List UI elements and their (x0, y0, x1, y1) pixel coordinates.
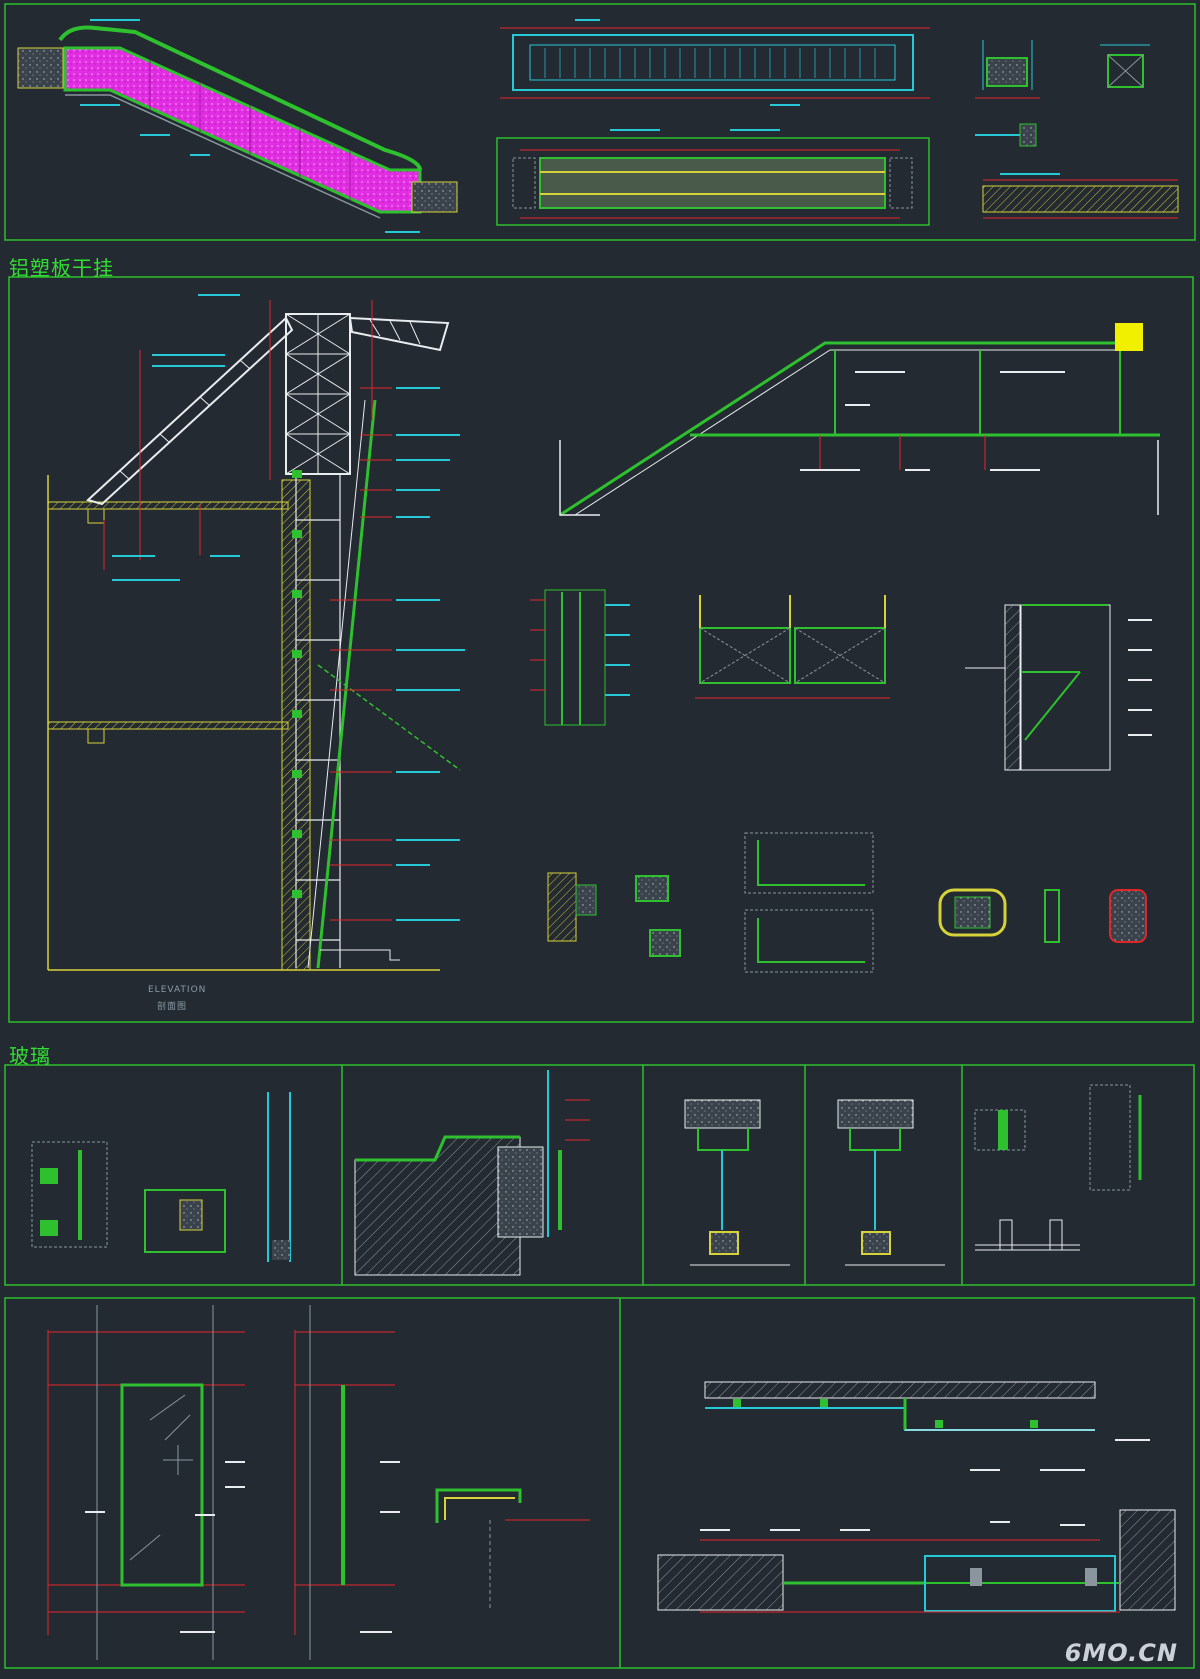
glass-detail-2 (354, 1070, 590, 1276)
watermark: 6MO.CN (1064, 1639, 1178, 1667)
glass-section-title: 玻璃 (9, 1044, 51, 1068)
elevation-subcaption: 剖面图 (157, 1002, 188, 1012)
acp-elevation (47, 294, 465, 971)
glass-detail-4 (974, 1084, 1142, 1251)
escalator-small-details (975, 40, 1179, 219)
elevation-caption: ELEVATION (148, 985, 207, 995)
acp-stair-section (559, 323, 1160, 517)
acp-details (530, 589, 1152, 973)
glass-detail-1 (31, 1092, 291, 1262)
escalator-panel (4, 3, 1196, 241)
glass-panel (4, 1064, 1195, 1286)
escalator-lower-plan (496, 129, 930, 226)
glass-detail-3 (684, 1099, 945, 1266)
door-elevation (47, 1305, 590, 1660)
door-panel (4, 1297, 1195, 1669)
acp-section-title: 铝塑板干挂 (9, 256, 114, 280)
escalator-section (17, 19, 458, 233)
escalator-plan (500, 19, 930, 106)
door-sections (657, 1381, 1176, 1613)
acp-panel (8, 276, 1194, 1023)
